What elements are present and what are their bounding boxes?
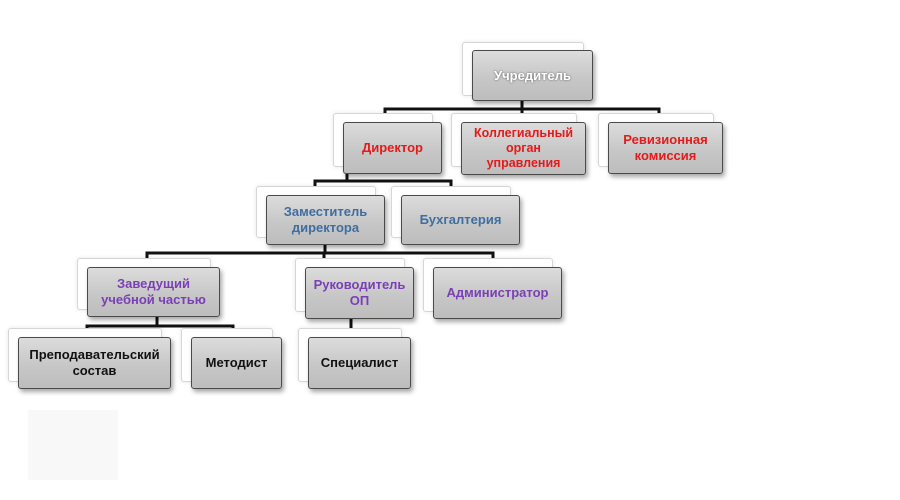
- node-audit: Ревизионная комиссия: [598, 113, 724, 175]
- node-deputy-label: Заместитель директора: [266, 195, 385, 245]
- node-specialist-label: Специалист: [308, 337, 411, 389]
- node-head-study: Заведущий учебной частью: [77, 258, 221, 318]
- node-board: Коллегиальный орган управления: [451, 113, 587, 176]
- node-director-label: Директор: [343, 122, 442, 174]
- node-director: Директор: [333, 113, 443, 175]
- faded-watermark: [28, 410, 118, 480]
- node-administrator-label: Администратор: [433, 267, 562, 319]
- node-board-label: Коллегиальный орган управления: [461, 122, 586, 175]
- node-accounting: Бухгалтерия: [391, 186, 521, 246]
- node-methodist-label: Методист: [191, 337, 282, 389]
- node-founder-label: Учредитель: [472, 50, 593, 101]
- node-deputy: Заместитель директора: [256, 186, 386, 246]
- node-head-study-label: Заведущий учебной частью: [87, 267, 220, 317]
- node-founder: Учредитель: [462, 42, 594, 102]
- node-head-op: Руководитель ОП: [295, 258, 415, 320]
- node-teachers: Преподавательский состав: [8, 328, 172, 390]
- node-head-op-label: Руководитель ОП: [305, 267, 414, 319]
- node-audit-label: Ревизионная комиссия: [608, 122, 723, 174]
- node-accounting-label: Бухгалтерия: [401, 195, 520, 245]
- node-administrator: Администратор: [423, 258, 563, 320]
- node-specialist: Специалист: [298, 328, 412, 390]
- node-teachers-label: Преподавательский состав: [18, 337, 171, 389]
- node-methodist: Методист: [181, 328, 283, 390]
